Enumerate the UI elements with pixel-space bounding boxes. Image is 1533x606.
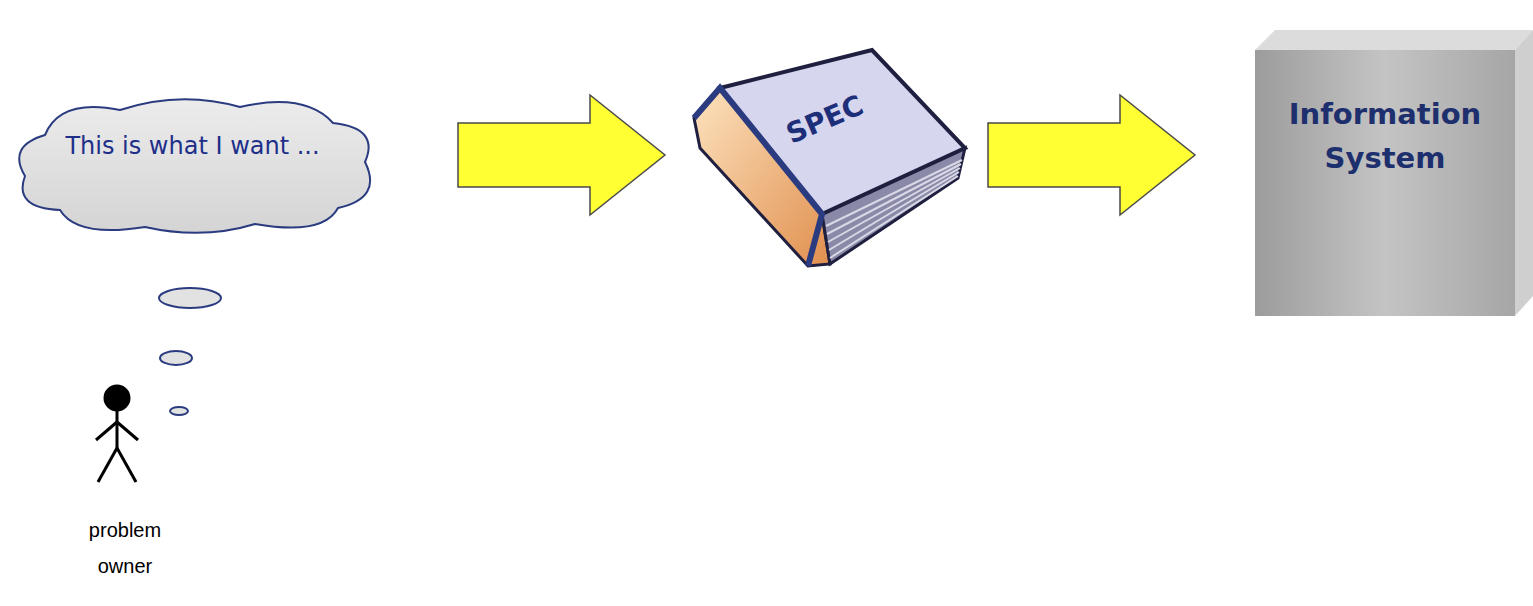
node-text: Information System bbox=[1263, 92, 1507, 180]
box-side-face bbox=[1515, 30, 1533, 316]
stick-figure bbox=[96, 386, 138, 482]
thought-bubble bbox=[160, 351, 192, 365]
box-top-face bbox=[1255, 30, 1533, 50]
node-text: This is what I want ... bbox=[55, 130, 330, 162]
thought-bubble bbox=[159, 288, 221, 308]
box-front-face bbox=[1255, 50, 1515, 316]
cloud-outline bbox=[19, 99, 370, 233]
role-label: problem owner bbox=[60, 512, 190, 584]
thought-bubble bbox=[170, 407, 188, 415]
block-arrow bbox=[988, 95, 1195, 215]
thought-cloud-shape bbox=[5, 90, 380, 240]
spec-book: SPEC bbox=[690, 48, 967, 268]
block-arrow bbox=[458, 95, 665, 215]
system-box: Information System bbox=[1255, 30, 1533, 316]
book-drawing bbox=[694, 50, 965, 266]
spec-book-shape bbox=[690, 48, 967, 268]
thought-cloud: This is what I want ... bbox=[5, 90, 380, 240]
